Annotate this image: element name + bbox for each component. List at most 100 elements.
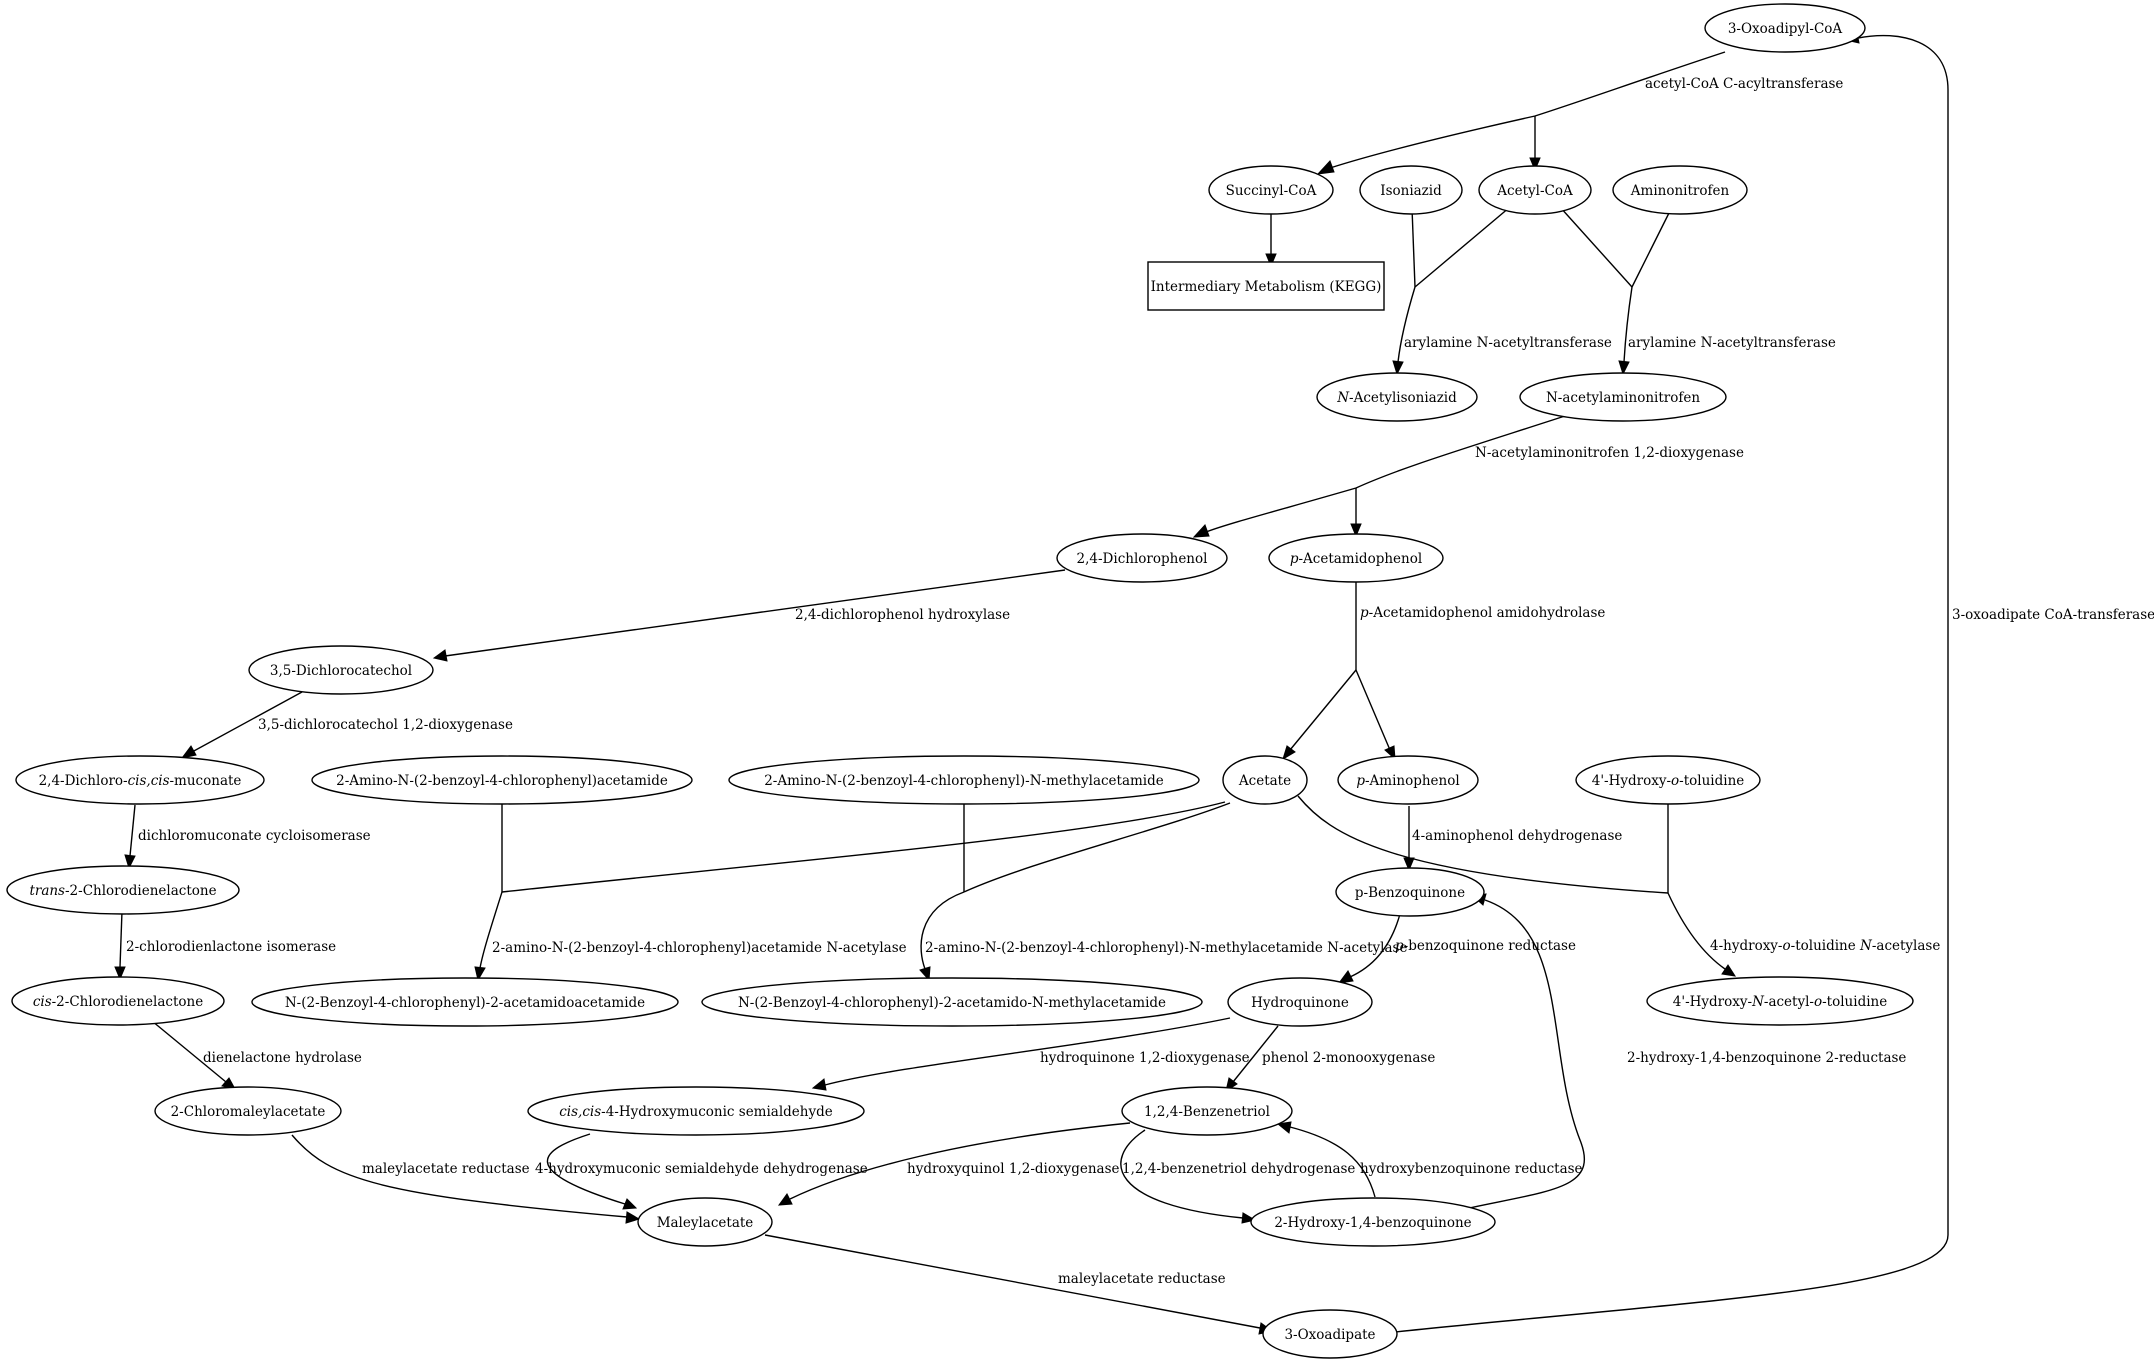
node-label: N-(2-Benzoyl-4-chlorophenyl)-2-acetamido… (738, 995, 1166, 1011)
edge-label-hydroxy-toluidine-n-acetylase: 4-hydroxy-o-toluidine N-acetylase (1710, 938, 1940, 954)
node-label: Isoniazid (1380, 183, 1442, 199)
node-label: Aminonitrofen (1630, 183, 1730, 199)
italic-part: N (1751, 994, 1765, 1010)
edge-label-arylamine-n-acetyltransferase-1: arylamine N-acetyltransferase (1404, 335, 1612, 351)
edge-isoniazid-join (1411, 207, 1416, 288)
node-label: trans-2-Chlorodienelactone (29, 883, 216, 899)
arrowhead (1392, 360, 1404, 376)
arrowhead (811, 1078, 827, 1091)
label-rest: -Acetamidophenol amidohydrolase (1369, 605, 1606, 621)
arrowhead (1276, 1121, 1292, 1134)
italic-part: o (1783, 938, 1791, 954)
label-part: 4'-Hydroxy- (1592, 773, 1671, 789)
node-n-benzoyl-acetamidoacetamide: N-(2-Benzoyl-4-chlorophenyl)-2-acetamido… (251, 977, 679, 1027)
edge-hydroxybenzoquinone-benzenetriol (1289, 1126, 1376, 1198)
edge-label-amino-benzoyl-methylacetamide-n-acetylase: 2-amino-N-(2-benzoyl-4-chlorophenyl)-N-m… (925, 940, 1407, 956)
italic-prefix: trans (29, 883, 65, 899)
edge-acetylaminonitrofen-split (1355, 415, 1566, 489)
node-2-amino-benzoyl-acetamide: 2-Amino-N-(2-benzoyl-4-chlorophenyl)acet… (311, 755, 693, 805)
italic-prefix: p (1395, 938, 1404, 954)
node-maleylacetate: Maleylacetate (637, 1197, 773, 1247)
label-rest: -benzoquinone reductase (1404, 938, 1576, 954)
label-rest: -2-Chlorodienelactone (65, 883, 217, 899)
node-4-hydroxy-n-acetyl-o-toluidine: 4'-Hydroxy-N-acetyl-o-toluidine (1646, 976, 1914, 1026)
node-label: 3-Oxoadipyl-CoA (1728, 21, 1843, 37)
edge-labels: acetyl-CoA C-acyltransferase arylamine N… (126, 76, 2154, 1287)
arrowhead (622, 1198, 638, 1210)
node-label: Intermediary Metabolism (KEGG) (1151, 279, 1382, 295)
italic-part: cis,cis (128, 773, 170, 789)
node-label: 4'-Hydroxy-o-toluidine (1592, 773, 1745, 789)
node-n-acetylisoniazid: N-Acetylisoniazid (1316, 372, 1478, 422)
edge-split-dichlorophenol (1205, 487, 1357, 533)
edge-join2-acetylaminonitrofen (1623, 286, 1633, 363)
node-intermediary-metabolism: Intermediary Metabolism (KEGG) (1147, 261, 1385, 311)
edge-label-hydroxybenzoquinone-reductase: hydroxybenzoquinone reductase (1360, 1161, 1583, 1177)
edge-join5-product (1667, 892, 1726, 970)
edge-label-arylamine-n-acetyltransferase-2: arylamine N-acetyltransferase (1628, 335, 1836, 351)
edge-label-dienelactone-hydrolase: dienelactone hydrolase (203, 1050, 362, 1066)
italic-part: o (1671, 773, 1679, 789)
arrowhead (625, 1211, 641, 1224)
edge-label-acetyl-coa-c-acyltransferase: acetyl-CoA C-acyltransferase (1645, 76, 1843, 92)
edge-acetylcoa-join2 (1559, 206, 1633, 288)
arrowhead (114, 966, 126, 981)
node-label: 3-Oxoadipate (1284, 1327, 1375, 1343)
arrowhead (1192, 524, 1210, 538)
node-label: p-Acetamidophenol (1290, 551, 1422, 567)
node-label: 1,2,4-Benzenetriol (1144, 1104, 1270, 1120)
italic-part: o (1814, 994, 1822, 1010)
node-p-benzoquinone: p-Benzoquinone (1335, 867, 1485, 917)
edge-hydroquinone-benzenetriol (1232, 1025, 1279, 1083)
arrowhead (1316, 160, 1335, 175)
node-label: 4'-Hydroxy-N-acetyl-o-toluidine (1673, 994, 1887, 1010)
label-rest: -4-Hydroxymuconic semialdehyde (601, 1104, 833, 1120)
node-aminonitrofen: Aminonitrofen (1612, 165, 1748, 215)
node-succinyl-coa: Succinyl-CoA (1208, 165, 1334, 215)
edge-label-dichlorophenol-hydroxylase: 2,4-dichlorophenol hydroxylase (795, 607, 1010, 623)
node-label: Acetyl-CoA (1496, 183, 1573, 199)
node-n-acetylaminonitrofen: N-acetylaminonitrofen (1519, 372, 1727, 422)
node-label: N-(2-Benzoyl-4-chlorophenyl)-2-acetamido… (285, 995, 645, 1011)
node-cis-cis-4-hydroxymuconic-semialdehyde: cis,cis-4-Hydroxymuconic semialdehyde (527, 1086, 865, 1136)
edge-oxoadipylcoa-split (1534, 51, 1726, 117)
arrowhead (1403, 857, 1415, 872)
edge-label-dichlorocatechol-dioxygenase: 3,5-dichlorocatechol 1,2-dioxygenase (258, 717, 513, 733)
label-part: -toluidine (1791, 938, 1860, 954)
edge-dichloromuconate-trans (129, 804, 136, 857)
node-n-benzoyl-acetamido-methylacetamide: N-(2-Benzoyl-4-chlorophenyl)-2-acetamido… (701, 977, 1203, 1027)
edge-benzoquinone-hydroquinone (1349, 913, 1401, 978)
edge-semialdehyde-maleylacetate (546, 1133, 626, 1205)
node-label: Acetate (1238, 773, 1291, 789)
label-rest: -2-Chlorodienelactone (52, 994, 204, 1010)
arrowhead (1618, 360, 1630, 376)
label-rest: -Acetamidophenol (1298, 551, 1422, 567)
node-2-hydroxy-1-4-benzoquinone: 2-Hydroxy-1,4-benzoquinone (1250, 1197, 1496, 1247)
node-label: 3,5-Dichlorocatechol (270, 663, 412, 679)
label-part: 4'-Hydroxy- (1673, 994, 1752, 1010)
node-2-chloromaleylacetate: 2-Chloromaleylacetate (154, 1086, 342, 1136)
node-label: p-Benzoquinone (1355, 885, 1465, 901)
node-cis-2-chlorodienelactone: cis-2-Chlorodienelactone (11, 976, 225, 1026)
edge-split-aminophenol (1355, 669, 1391, 751)
edge-label-chlorodienelactone-isomerase: 2-chlorodienlactone isomerase (126, 939, 336, 955)
label-part: -acetyl- (1764, 994, 1814, 1010)
italic-prefix: cis,cis (559, 1104, 601, 1120)
node-label: cis,cis-4-Hydroxymuconic semialdehyde (559, 1104, 833, 1120)
label-part: 4-hydroxy- (1710, 938, 1783, 954)
node-label: Maleylacetate (657, 1215, 754, 1231)
edge-cis-chloromaleylacetate (151, 1020, 227, 1083)
italic-prefix: p (1290, 551, 1299, 567)
arrowhead (1265, 253, 1277, 268)
edge-label-maleylacetate-reductase-1: maleylacetate reductase (362, 1161, 530, 1177)
edge-join1-acetylisoniazid (1397, 286, 1416, 363)
edge-label-amino-benzoyl-acetamide-n-acetylase: 2-amino-N-(2-benzoyl-4-chlorophenyl)acet… (492, 940, 907, 956)
arrowhead (1337, 970, 1354, 984)
edge-label-benzenetriol-dehydrogenase: 1,2,4-benzenetriol dehydrogenase (1122, 1161, 1355, 1177)
edge-acetate-join3 (501, 801, 1226, 893)
label-part: 2,4-Dichloro- (39, 773, 128, 789)
node-label: N-Acetylisoniazid (1336, 390, 1457, 406)
arrowhead (432, 649, 448, 662)
node-label: 2-Chloromaleylacetate (171, 1104, 326, 1120)
arrowhead (1282, 745, 1296, 761)
